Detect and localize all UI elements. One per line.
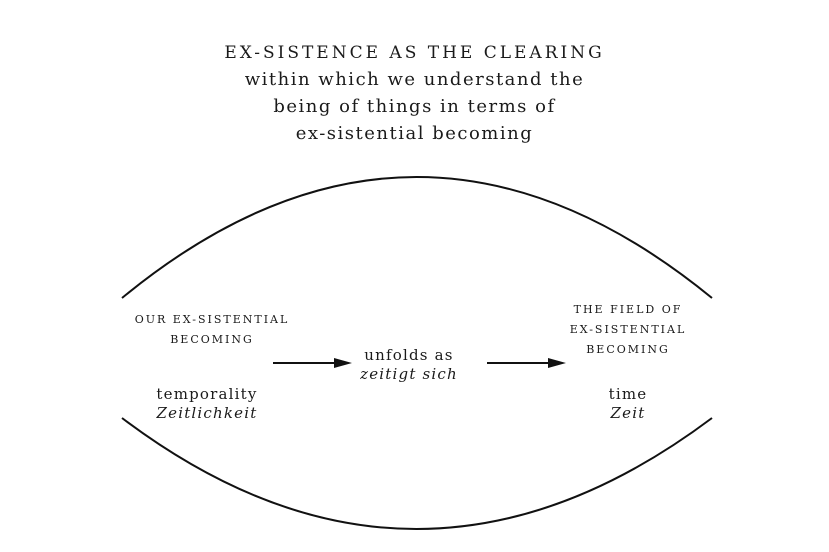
left-term-german: Zeitlichkeit [156,404,258,422]
left-caps-line-2: BECOMING [170,333,254,346]
arrow-middle-to-right [487,358,566,368]
left-caps-line-1: OUR EX-SISTENTIAL [134,313,290,326]
title-line-3: ex-sistential becoming [295,123,534,144]
right-caps-line-1: THE FIELD OF [573,303,683,316]
middle-node: unfolds as zeitigt sich [334,346,484,384]
left-term: temporality Zeitlichkeit [107,385,307,423]
left-node: OUR EX-SISTENTIAL BECOMING [117,310,307,350]
title-line-1: within which we understand the [244,69,585,90]
diagram-title: EX-SISTENCE AS THE CLEARING within which… [0,40,829,147]
right-term-text: time [608,385,648,403]
right-term-german: Zeit [610,404,646,422]
upper-arc [121,176,713,299]
right-node: THE FIELD OF EX-SISTENTIAL BECOMING [533,300,723,360]
title-line-2: being of things in terms of [273,96,556,117]
left-term-text: temporality [156,385,258,403]
middle-term-text: unfolds as [364,346,454,364]
title-heading: EX-SISTENCE AS THE CLEARING [224,43,605,63]
middle-term-german: zeitigt sich [360,365,458,383]
right-caps-line-2: EX-SISTENTIAL [569,323,687,336]
right-caps-line-3: BECOMING [586,343,670,356]
right-term: time Zeit [553,385,703,423]
arrow-left-to-middle [273,358,352,368]
lower-arc [121,417,713,530]
